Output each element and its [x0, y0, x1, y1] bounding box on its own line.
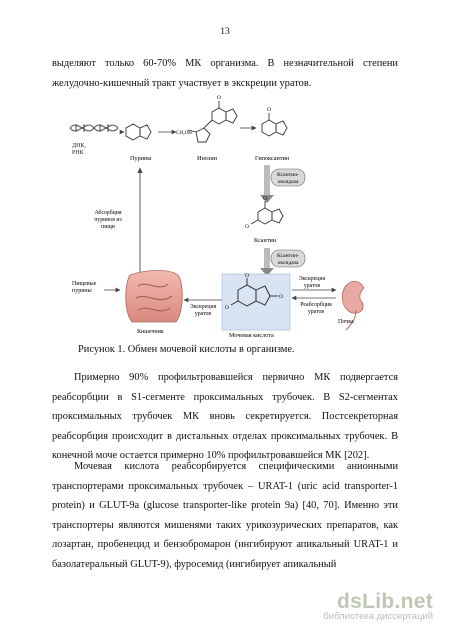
purines-label: Пурины: [130, 155, 152, 162]
hypoxanthine-label: Гипоксантин: [255, 155, 290, 162]
intestine-icon: [125, 270, 183, 323]
watermark-logo: dsLib.net: [336, 590, 433, 613]
uric-acid-box: [221, 273, 291, 331]
svg-text:O: O: [267, 107, 271, 113]
inosine-label: Инозин: [197, 155, 218, 162]
svg-text:O: O: [263, 196, 267, 202]
inosine-structure-icon: [187, 101, 238, 143]
xanthine-oxidase-box-2: [270, 249, 306, 268]
xanthine-oxidase-label-2: Ксантин-оксидаза: [277, 253, 299, 266]
intestine-label: Кишечник: [137, 329, 164, 335]
watermark-subtitle: библиотека диссертаций: [323, 611, 433, 622]
xanthine-structure-icon: [250, 201, 284, 225]
svg-text:O: O: [279, 294, 283, 300]
kidney-label: Почка: [338, 319, 354, 325]
svg-text:O: O: [245, 224, 249, 230]
xanthine-label: Ксантин: [254, 237, 277, 244]
paragraph-reabsorption: Примерно 90% профильтровавшейся первично…: [52, 372, 398, 462]
kidney-icon: [341, 280, 365, 331]
hypoxanthine-structure-icon: [261, 113, 288, 137]
svg-text:O: O: [245, 273, 249, 279]
svg-text:O: O: [217, 95, 221, 101]
paragraph-transporters: Мочевая кислота реабсорбируется специфич…: [52, 461, 398, 570]
purine-structure-icon: [125, 123, 152, 141]
figure-caption: Рисунок 1. Обмен мочевой кислоты в орган…: [78, 344, 295, 355]
paragraph-intro: выделяют только 60-70% МК организма. В н…: [52, 58, 398, 89]
uric-acid-structure-icon: [230, 278, 278, 307]
svg-text:CH₂OH: CH₂OH: [176, 131, 192, 136]
watermark: dsLib.net библиотека диссертаций: [323, 590, 433, 622]
xanthine-oxidase-label-1: Ксантин-оксидаза: [277, 172, 299, 185]
dna-rna-label: ДНК,РНК: [72, 143, 86, 156]
uric-acid-label: Мочевая кислота: [229, 332, 274, 339]
dna-helix-icon: [69, 124, 119, 132]
xanthine-oxidase-box-1: [270, 168, 306, 187]
page-number: 13: [220, 27, 230, 37]
svg-text:O: O: [225, 305, 229, 311]
